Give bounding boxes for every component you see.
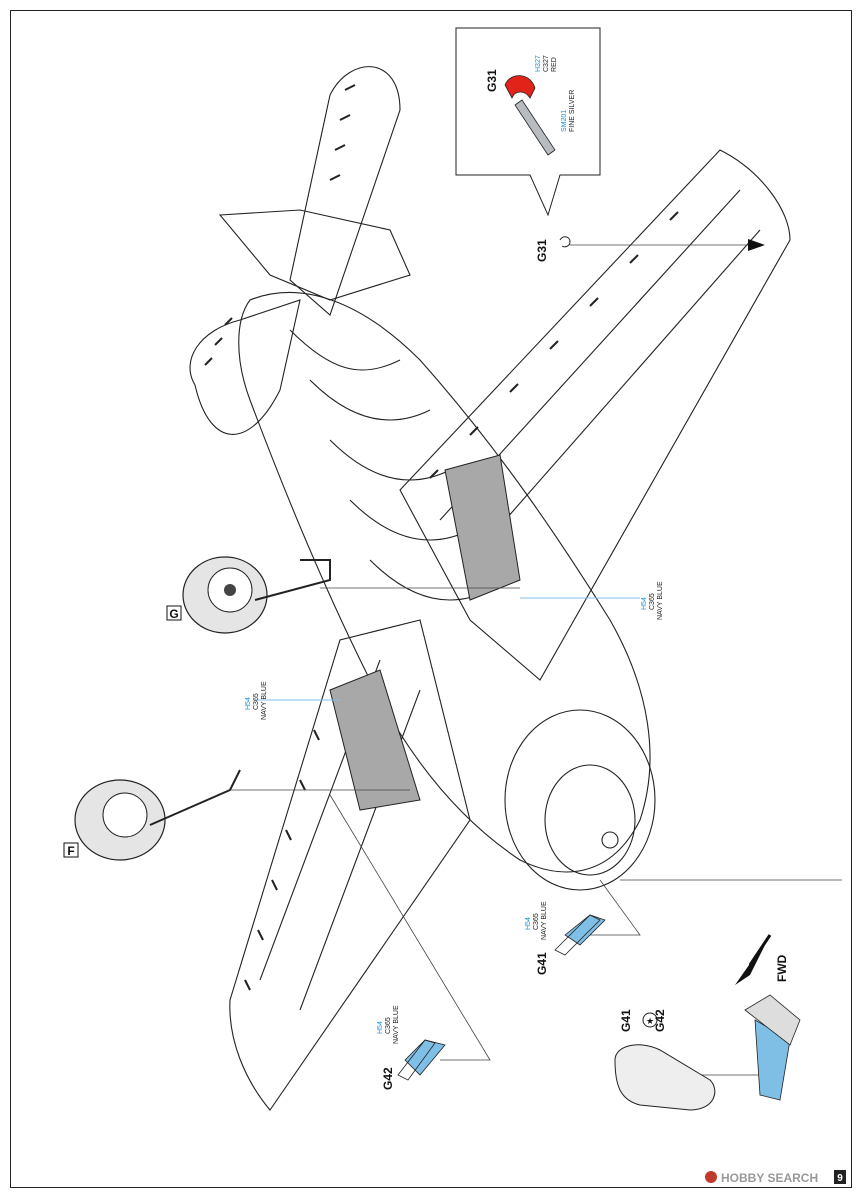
g41-part (554, 914, 606, 956)
g41-label-2: G41 (619, 1009, 633, 1032)
tail-ticks (204, 84, 356, 366)
g41-label: G41 (535, 952, 549, 975)
wing-ticks-lower (244, 729, 320, 991)
g-code-1: H54 (641, 597, 648, 610)
watermark-logo-icon (705, 1171, 717, 1183)
g42-code-2: C365 (385, 1017, 392, 1034)
g31-red-code-1: H327 (535, 55, 542, 72)
g31-detail-inset (455, 27, 601, 217)
page-frame (10, 10, 852, 1188)
labels-layer: G31 H327 C327 RED SM201 FINE SILVER G31 … (63, 55, 789, 1090)
gear-wells (329, 454, 521, 811)
f-letter: F (67, 844, 74, 858)
f-code-1: H54 (245, 697, 252, 710)
g41-code-3: NAVY BLUE (541, 901, 548, 940)
g31-bottom-label: G31 (535, 239, 549, 262)
g-box (166, 605, 182, 621)
g42-code-1: H54 (377, 1021, 384, 1034)
g31-top-label: G31 (485, 69, 499, 92)
leader-lines (230, 244, 842, 1076)
g31-small-part (559, 236, 571, 248)
g42-label: G42 (381, 1067, 395, 1090)
f-code-2: C365 (253, 693, 260, 710)
gear-door-assembly (614, 994, 801, 1111)
g31-red-code-3: RED (551, 57, 558, 72)
g42-label-2: G42 (653, 1009, 667, 1032)
fwd-label: FWD (775, 954, 789, 982)
f-code-3: NAVY BLUE (261, 681, 268, 720)
g42-code-3: NAVY BLUE (393, 1005, 400, 1044)
main-wheel-f (74, 769, 241, 861)
main-wheel-g (182, 556, 331, 634)
g31-red-code-2: C327 (543, 55, 550, 72)
callout-blue-lines (255, 597, 640, 701)
g42-part (397, 1039, 446, 1081)
footer: HOBBY SEARCH 9 (705, 1170, 846, 1185)
f-box (63, 842, 79, 858)
wing-ticks-upper (429, 211, 679, 479)
g31-silver-code-1: SM201 (561, 110, 568, 132)
watermark-text: HOBBY SEARCH (721, 1171, 818, 1185)
svg-text:★: ★ (646, 1016, 654, 1026)
page-number: 9 (837, 1173, 843, 1184)
g-code-3: NAVY BLUE (657, 581, 664, 620)
g-letter: G (169, 607, 178, 621)
fwd-indicator (735, 934, 772, 985)
glue-marker: ★ (642, 1012, 658, 1028)
g-code-2: C365 (649, 593, 656, 610)
page-number-box (834, 1170, 846, 1184)
g31-silver-code-2: FINE SILVER (569, 90, 576, 132)
g41-code-1: H54 (525, 917, 532, 930)
g41-code-2: C365 (533, 913, 540, 930)
